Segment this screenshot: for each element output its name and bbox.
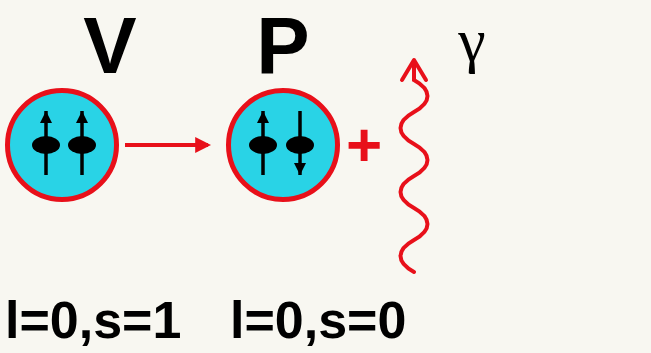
- photon-wave: [401, 62, 428, 272]
- quantum-numbers: l=0,s=0: [230, 294, 406, 346]
- meson-circle: Pl=0,s=0: [226, 88, 340, 202]
- circle-fill: [8, 91, 117, 200]
- photon-arrowhead: [402, 60, 426, 80]
- circle-outline: [5, 88, 119, 202]
- quark-spin: [249, 111, 277, 175]
- meson-name: P: [256, 6, 309, 86]
- quantum-numbers: l=0,s=1: [5, 294, 181, 346]
- meson-circle: Vl=0,s=1: [5, 88, 119, 202]
- meson-name: V: [83, 6, 136, 86]
- photon-symbol: γ: [458, 9, 485, 71]
- plus-sign: +: [346, 114, 382, 176]
- transition-arrow: [125, 143, 208, 147]
- quark-spin: [68, 111, 96, 175]
- quark-spin: [32, 111, 60, 175]
- circle-outline: [226, 88, 340, 202]
- circle-fill: [229, 91, 338, 200]
- quark-spin: [286, 111, 314, 175]
